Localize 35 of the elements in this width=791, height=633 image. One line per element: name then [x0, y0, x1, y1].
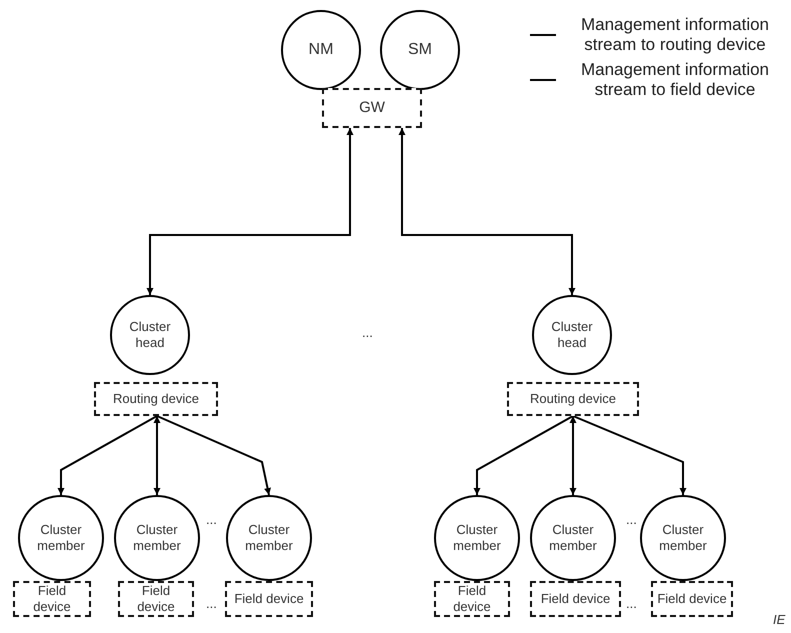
dashed-box: Field device: [434, 581, 510, 617]
dashed-box: Routing device: [507, 382, 639, 416]
circle-node: Cluster head: [532, 295, 612, 375]
arrow: [146, 128, 354, 295]
arrow: [154, 416, 160, 495]
ellipsis: ...: [206, 512, 217, 527]
circle-node: Cluster member: [530, 495, 616, 581]
circle-node: Cluster head: [110, 295, 190, 375]
dashed-box: GW: [322, 88, 422, 128]
dashed-box: Field device: [13, 581, 91, 617]
ellipsis: ...: [206, 596, 217, 611]
ellipsis: ...: [626, 512, 637, 527]
circle-node: Cluster member: [18, 495, 104, 581]
dashed-box: Field device: [530, 581, 621, 617]
ellipsis: ...: [362, 325, 373, 340]
circle-node: Cluster member: [640, 495, 726, 581]
figure-mark: IE: [773, 612, 786, 627]
circle-node: Cluster member: [114, 495, 200, 581]
arrow: [58, 415, 158, 495]
dashed-box: Field device: [118, 581, 194, 617]
arrow: [572, 415, 686, 495]
circle-node: NM: [281, 10, 361, 90]
arrow: [570, 416, 576, 495]
dashed-box: Field device: [225, 581, 313, 617]
legend-text: Management information stream to routing device: [580, 15, 770, 54]
circle-node: SM: [380, 10, 460, 90]
arrow: [156, 415, 271, 496]
arrow: [474, 415, 574, 495]
legend-text: Management information stream to field device: [580, 60, 770, 100]
dashed-box: Field device: [651, 581, 733, 617]
arrow: [398, 128, 576, 295]
circle-node: Cluster member: [226, 495, 312, 581]
dashed-box: Routing device: [94, 382, 218, 416]
ellipsis: ...: [626, 596, 637, 611]
circle-node: Cluster member: [434, 495, 520, 581]
